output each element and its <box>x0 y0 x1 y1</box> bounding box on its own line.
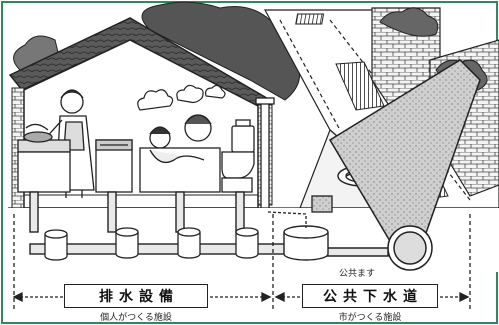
toilet-icon <box>221 119 255 193</box>
sewer-main-pipe <box>328 59 481 271</box>
bathtub-children <box>139 114 221 193</box>
steam-clouds <box>137 84 226 111</box>
private-basins <box>44 227 259 261</box>
public-section-sublabel: 市がつくる施設 <box>338 312 402 323</box>
kitchen-sink <box>17 123 71 193</box>
section-dividers <box>13 214 471 310</box>
house-section-label: 排水設備 <box>64 284 208 308</box>
connection-pipe <box>267 195 333 228</box>
public-basin-icon <box>283 225 329 261</box>
public-section-label: 公共下水道 <box>302 284 438 308</box>
washing-machine <box>95 139 133 193</box>
section-arrows <box>12 291 470 303</box>
house-section-sublabel: 個人がつくる施設 <box>100 312 172 323</box>
public-basin-label: 公共ます <box>338 268 375 279</box>
